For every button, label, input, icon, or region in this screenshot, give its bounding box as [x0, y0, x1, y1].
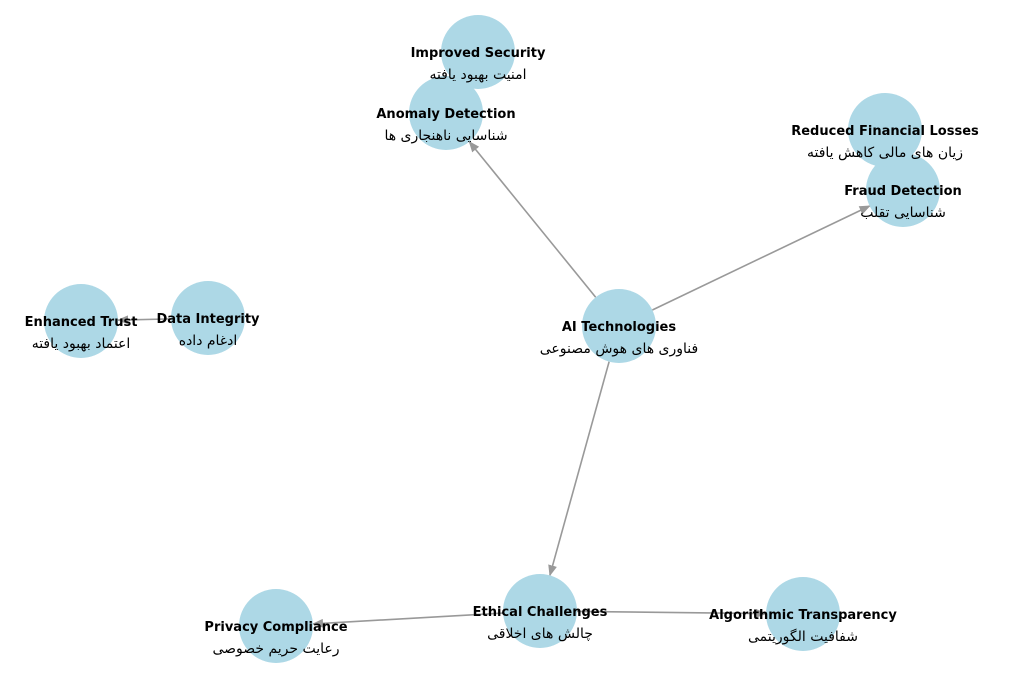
- node-anomaly[interactable]: [409, 76, 483, 150]
- nodes-layer: [44, 15, 940, 663]
- node-label-en-transparency: Algorithmic Transparency: [709, 608, 897, 623]
- node-label-en-privacy: Privacy Compliance: [204, 620, 347, 635]
- node-label-en-ethical: Ethical Challenges: [473, 605, 608, 620]
- node-label-fa-transparency: شفافیت الگوریتمی: [748, 628, 858, 645]
- node-label-fa-ai: فناوری های هوش مصنوعی: [540, 341, 698, 357]
- node-label-fa-anomaly: شناسایی ناهنجاری ها: [384, 128, 507, 144]
- node-label-en-anomaly: Anomaly Detection: [376, 107, 515, 122]
- edge-ethical-to-transparency: [576, 608, 768, 618]
- node-label-fa-trust: اعتماد بهبود یافته: [32, 336, 131, 352]
- node-label-en-losses: Reduced Financial Losses: [791, 124, 979, 139]
- node-label-fa-losses: زیان های مالی کاهش یافته: [807, 145, 963, 161]
- node-integrity[interactable]: [171, 281, 245, 355]
- node-label-en-ai: AI Technologies: [562, 320, 676, 335]
- node-label-fa-ethical: چالش های اخلاقی: [487, 626, 593, 642]
- edge-ai-to-anomaly: [468, 140, 597, 298]
- node-fraud[interactable]: [866, 153, 940, 227]
- edges-layer: [116, 73, 898, 628]
- edge-ai-to-ethical: [548, 361, 610, 577]
- node-label-en-security: Improved Security: [411, 46, 546, 61]
- node-privacy[interactable]: [239, 589, 313, 663]
- edge-ai-to-fraud: [652, 205, 871, 311]
- node-trust[interactable]: [44, 284, 118, 358]
- node-ai[interactable]: [582, 289, 656, 363]
- node-label-fa-security: امنیت بهبود یافته: [429, 67, 526, 83]
- node-ethical[interactable]: [503, 574, 577, 648]
- node-label-en-trust: Enhanced Trust: [25, 315, 138, 330]
- node-label-fa-privacy: رعایت حریم خصوصی: [212, 641, 339, 657]
- node-transparency[interactable]: [766, 577, 840, 651]
- edge-integrity-to-trust: [116, 315, 172, 325]
- node-security[interactable]: [441, 15, 515, 89]
- labels-layer: AI Technologies فناوری های هوش مصنوعی Anom…: [25, 46, 979, 657]
- node-label-en-fraud: Fraud Detection: [844, 184, 962, 199]
- node-label-fa-fraud: شناسایی تقلب: [860, 205, 946, 221]
- node-label-en-integrity: Data Integrity: [156, 312, 260, 327]
- edge-ethical-to-privacy: [311, 612, 504, 628]
- node-losses[interactable]: [848, 93, 922, 167]
- node-label-fa-integrity: ادغام داده: [179, 333, 238, 349]
